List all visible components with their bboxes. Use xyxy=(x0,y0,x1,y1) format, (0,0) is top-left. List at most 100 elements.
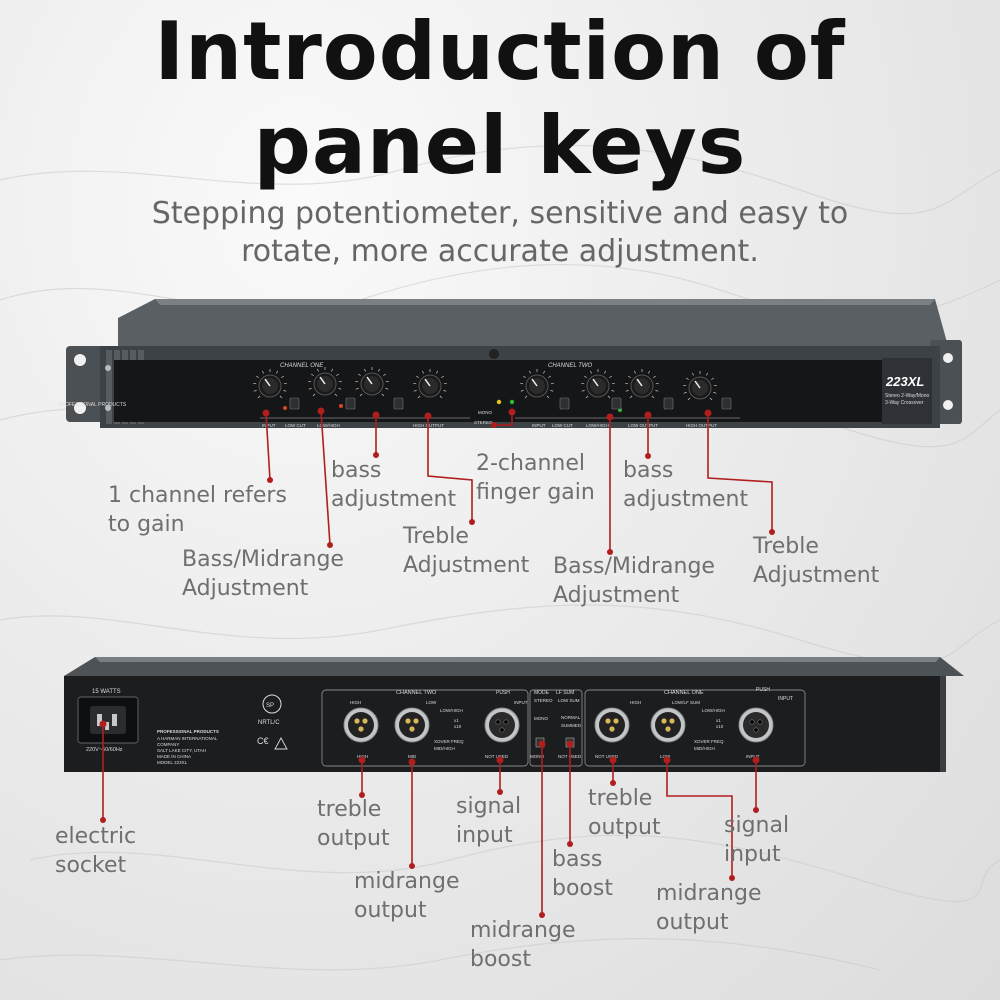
svg-text:MONO: MONO xyxy=(534,716,548,721)
page-title-line2: panel keys xyxy=(253,99,747,192)
ch2-high-output-knob[interactable] xyxy=(683,371,717,401)
leader-ch2-gain-end-dot xyxy=(491,422,497,428)
svg-text:220V~50/60Hz: 220V~50/60Hz xyxy=(86,747,123,753)
svg-text:HIGH OUTPUT: HIGH OUTPUT xyxy=(686,423,717,428)
svg-text:A HARMAN INTERNATIONAL: A HARMAN INTERNATIONAL xyxy=(157,736,218,741)
ch2-xover-freq-knob[interactable] xyxy=(581,369,615,399)
leader-ch1-gain-anchor-dot xyxy=(262,409,270,417)
svg-text:HIGH: HIGH xyxy=(350,700,361,705)
svg-text:INPUT: INPUT xyxy=(532,423,546,428)
leader-ch1-bass-mid-end-dot xyxy=(327,542,333,548)
svg-text:C€: C€ xyxy=(257,736,269,746)
leader-ch1-gain-end-dot xyxy=(267,477,273,483)
svg-text:LOW/HIGH: LOW/HIGH xyxy=(586,423,609,428)
rear-panel-device: 15 WATTS 220V~50/60Hz PROFESSIONAL PRODU… xyxy=(64,657,964,772)
svg-text:HIGH: HIGH xyxy=(357,754,368,759)
ch1-low-output-knob[interactable] xyxy=(355,367,389,397)
ch1-high-output-knob[interactable] xyxy=(413,369,447,399)
ch2-input-gain-knob[interactable] xyxy=(520,369,554,399)
svg-text:CHANNEL ONE: CHANNEL ONE xyxy=(664,690,704,696)
svg-text:CHANNEL TWO: CHANNEL TWO xyxy=(396,690,437,696)
leader-ch1-signal-input-anchor-dot xyxy=(752,756,760,764)
rear-brand-block: PROFESSIONAL PRODUCTS A HARMAN INTERNATI… xyxy=(157,729,219,765)
svg-text:x1: x1 xyxy=(454,718,459,723)
subtitle-line2: rotate, more accurate adjustment. xyxy=(241,234,759,269)
leader-ch1-treble xyxy=(427,416,473,522)
ch1-low-output-xlr[interactable] xyxy=(650,707,686,743)
leader-ch2-bass-mid-end-dot xyxy=(607,549,613,555)
ch2-low-output-knob[interactable] xyxy=(625,369,659,399)
leader-ch1-treble-output-end-dot xyxy=(610,780,616,786)
svg-text:INPUT: INPUT xyxy=(746,754,760,759)
svg-text:LOW/HIGH: LOW/HIGH xyxy=(317,423,340,428)
leader-ch1-treble-output-anchor-dot xyxy=(609,756,617,764)
leader-ch1-signal-input-end-dot xyxy=(753,807,759,813)
subtitle-line1: Stepping potentiometer, sensitive and ea… xyxy=(151,196,849,231)
leader-bass-boost-end-dot xyxy=(567,841,573,847)
svg-text:NOT USED: NOT USED xyxy=(485,754,509,759)
ch1-xover-freq-knob[interactable] xyxy=(308,367,342,397)
ch2-high-output-xlr[interactable] xyxy=(343,707,379,743)
leader-ch1-midrange-output xyxy=(666,760,733,878)
leader-ch1-midrange-output-anchor-dot xyxy=(663,756,671,764)
ch1-input-xlr[interactable] xyxy=(738,707,774,743)
svg-text:SP: SP xyxy=(266,703,274,709)
front-model: 223XL xyxy=(885,374,924,389)
leader-ch2-midrange-output-end-dot xyxy=(409,863,415,869)
ch2-input-xlr[interactable] xyxy=(484,707,520,743)
svg-text:HIGH: HIGH xyxy=(630,700,641,705)
svg-text:SALT LAKE CITY, UTAH: SALT LAKE CITY, UTAH xyxy=(157,748,206,753)
leader-ch1-midrange-output-end-dot xyxy=(729,875,735,881)
leader-electric-socket-end-dot xyxy=(100,817,106,823)
svg-text:LOW SUM: LOW SUM xyxy=(558,698,580,703)
leader-ch2-treble-output-anchor-dot xyxy=(358,756,366,764)
svg-text:INPUT: INPUT xyxy=(778,696,793,702)
svg-text:XOVER FREQ: XOVER FREQ xyxy=(694,739,724,744)
svg-text:INPUT: INPUT xyxy=(262,423,276,428)
ch1-not-used-xlr[interactable] xyxy=(594,707,630,743)
leader-ch2-treble xyxy=(707,413,773,532)
svg-text:LOW/LF SUM: LOW/LF SUM xyxy=(672,700,700,705)
svg-text:x10: x10 xyxy=(454,724,462,729)
svg-text:MADE IN CHINA: MADE IN CHINA xyxy=(157,754,191,759)
leader-ch2-signal-input-end-dot xyxy=(497,789,503,795)
svg-text:LOW CUT: LOW CUT xyxy=(285,423,306,428)
svg-text:PUSH: PUSH xyxy=(496,690,510,696)
leader-ch1-treble-anchor-dot xyxy=(424,412,432,420)
front-model-sub2: 3-Way Crossover xyxy=(885,400,924,406)
leader-ch2-treble-end-dot xyxy=(769,529,775,535)
ch1-input-gain-knob[interactable] xyxy=(253,369,287,399)
svg-text:LOW/HIGH: LOW/HIGH xyxy=(702,708,725,713)
leader-ch1-bass-mid-anchor-dot xyxy=(317,407,325,415)
svg-text:LOW: LOW xyxy=(660,754,671,759)
svg-text:x10: x10 xyxy=(716,724,724,729)
svg-text:15 WATTS: 15 WATTS xyxy=(92,689,121,695)
svg-text:XOVER FREQ: XOVER FREQ xyxy=(434,739,464,744)
leader-ch1-gain xyxy=(265,412,271,481)
svg-text:MODE: MODE xyxy=(534,690,550,696)
svg-text:MONO: MONO xyxy=(530,754,544,759)
svg-text:STEREO: STEREO xyxy=(474,420,493,425)
leader-midrange-boost-anchor-dot xyxy=(538,740,546,748)
leader-ch2-gain xyxy=(494,412,513,426)
ch2-mid-output-xlr[interactable] xyxy=(394,707,430,743)
leader-ch1-bass-end-dot xyxy=(373,452,379,458)
front-brand-text: PROFESSIONAL PRODUCTS xyxy=(58,402,127,408)
page-title-line1: Introduction of xyxy=(154,5,846,98)
svg-text:MID/HIGH: MID/HIGH xyxy=(694,746,715,751)
svg-text:NOT USED: NOT USED xyxy=(595,754,619,759)
front-model-sub1: Stereo 2-Way/Mono xyxy=(885,393,929,399)
svg-text:COMPANY: COMPANY xyxy=(157,742,179,747)
